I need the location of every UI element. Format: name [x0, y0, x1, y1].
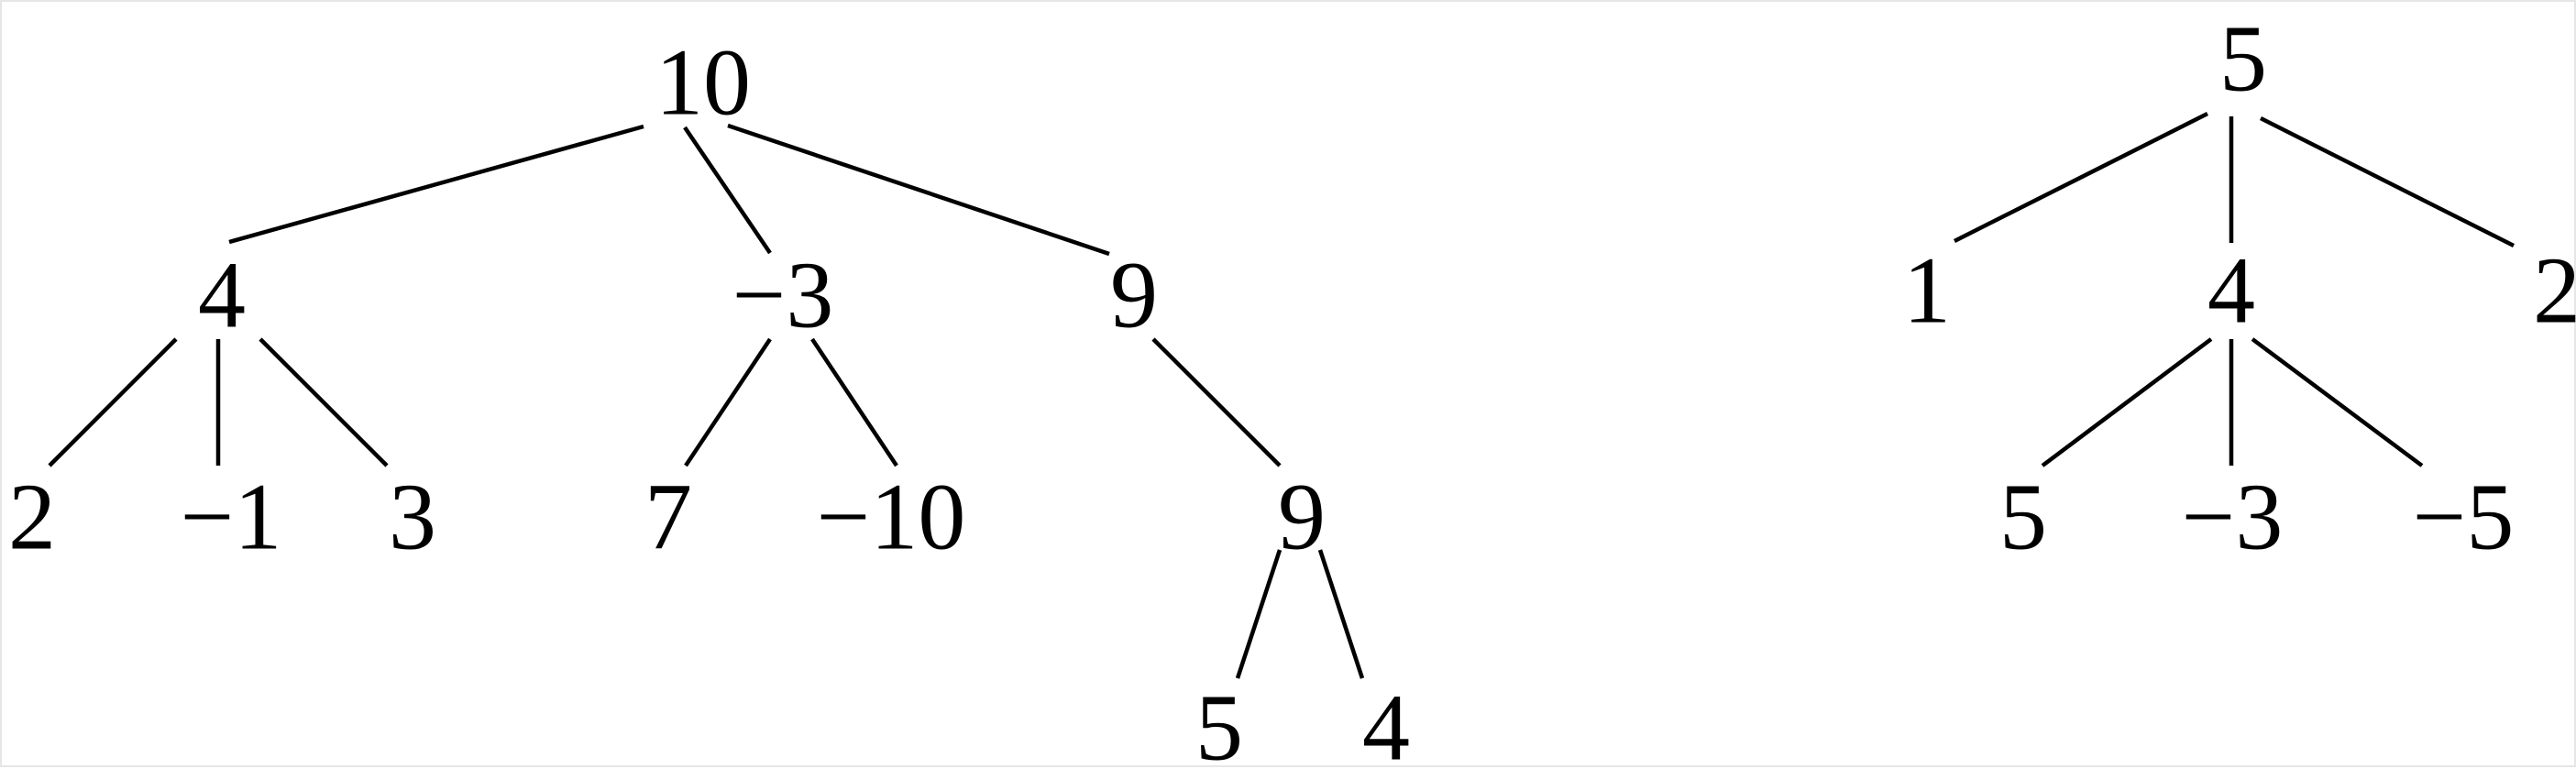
- tree-edge: [1954, 114, 2207, 241]
- tree-node-label: 1: [1903, 238, 1951, 344]
- tree-node-label: −10: [817, 465, 966, 570]
- tree-node-label: 10: [655, 30, 751, 136]
- tree-edge: [229, 126, 644, 242]
- tree-2: 5 1 4 2 5 −3 −5: [1903, 6, 2576, 570]
- tree-edge: [260, 339, 387, 466]
- tree-edge: [2042, 339, 2211, 466]
- tree-edge: [685, 127, 770, 253]
- tree-edge: [50, 339, 176, 466]
- tree-node-label: −3: [732, 243, 834, 348]
- tree-node-label: 5: [1195, 676, 1243, 769]
- tree-edge: [728, 126, 1109, 254]
- tree-node-label: 2: [2533, 238, 2576, 344]
- tree-edge: [812, 339, 897, 466]
- tree-edge: [1153, 339, 1280, 466]
- tree-node-label: 5: [2219, 6, 2267, 112]
- tree-node-label: 4: [1362, 676, 1410, 769]
- tree-edge: [686, 339, 770, 466]
- tree-1: 10 4 −3 9 2 −1 3 7 −10 9 5 4: [8, 30, 1410, 769]
- tree-edge: [1238, 550, 1280, 678]
- tree-node-label: 4: [198, 243, 246, 348]
- tree-node-label: 5: [1999, 465, 2047, 570]
- tree-edge: [1320, 550, 1362, 678]
- tree-node-label: −1: [181, 465, 282, 570]
- tree-node-label: 3: [389, 465, 436, 570]
- tree-node-label: −5: [2413, 465, 2515, 570]
- tree-node-label: −3: [2182, 465, 2284, 570]
- tree-node-label: 7: [644, 465, 692, 570]
- tree-edge: [2261, 118, 2514, 246]
- tree-edge: [2252, 339, 2422, 466]
- tree-node-label: 9: [1110, 243, 1158, 348]
- tree-node-label: 9: [1278, 465, 1326, 570]
- tree-node-label: 4: [2207, 238, 2255, 344]
- tree-node-label: 2: [8, 465, 56, 570]
